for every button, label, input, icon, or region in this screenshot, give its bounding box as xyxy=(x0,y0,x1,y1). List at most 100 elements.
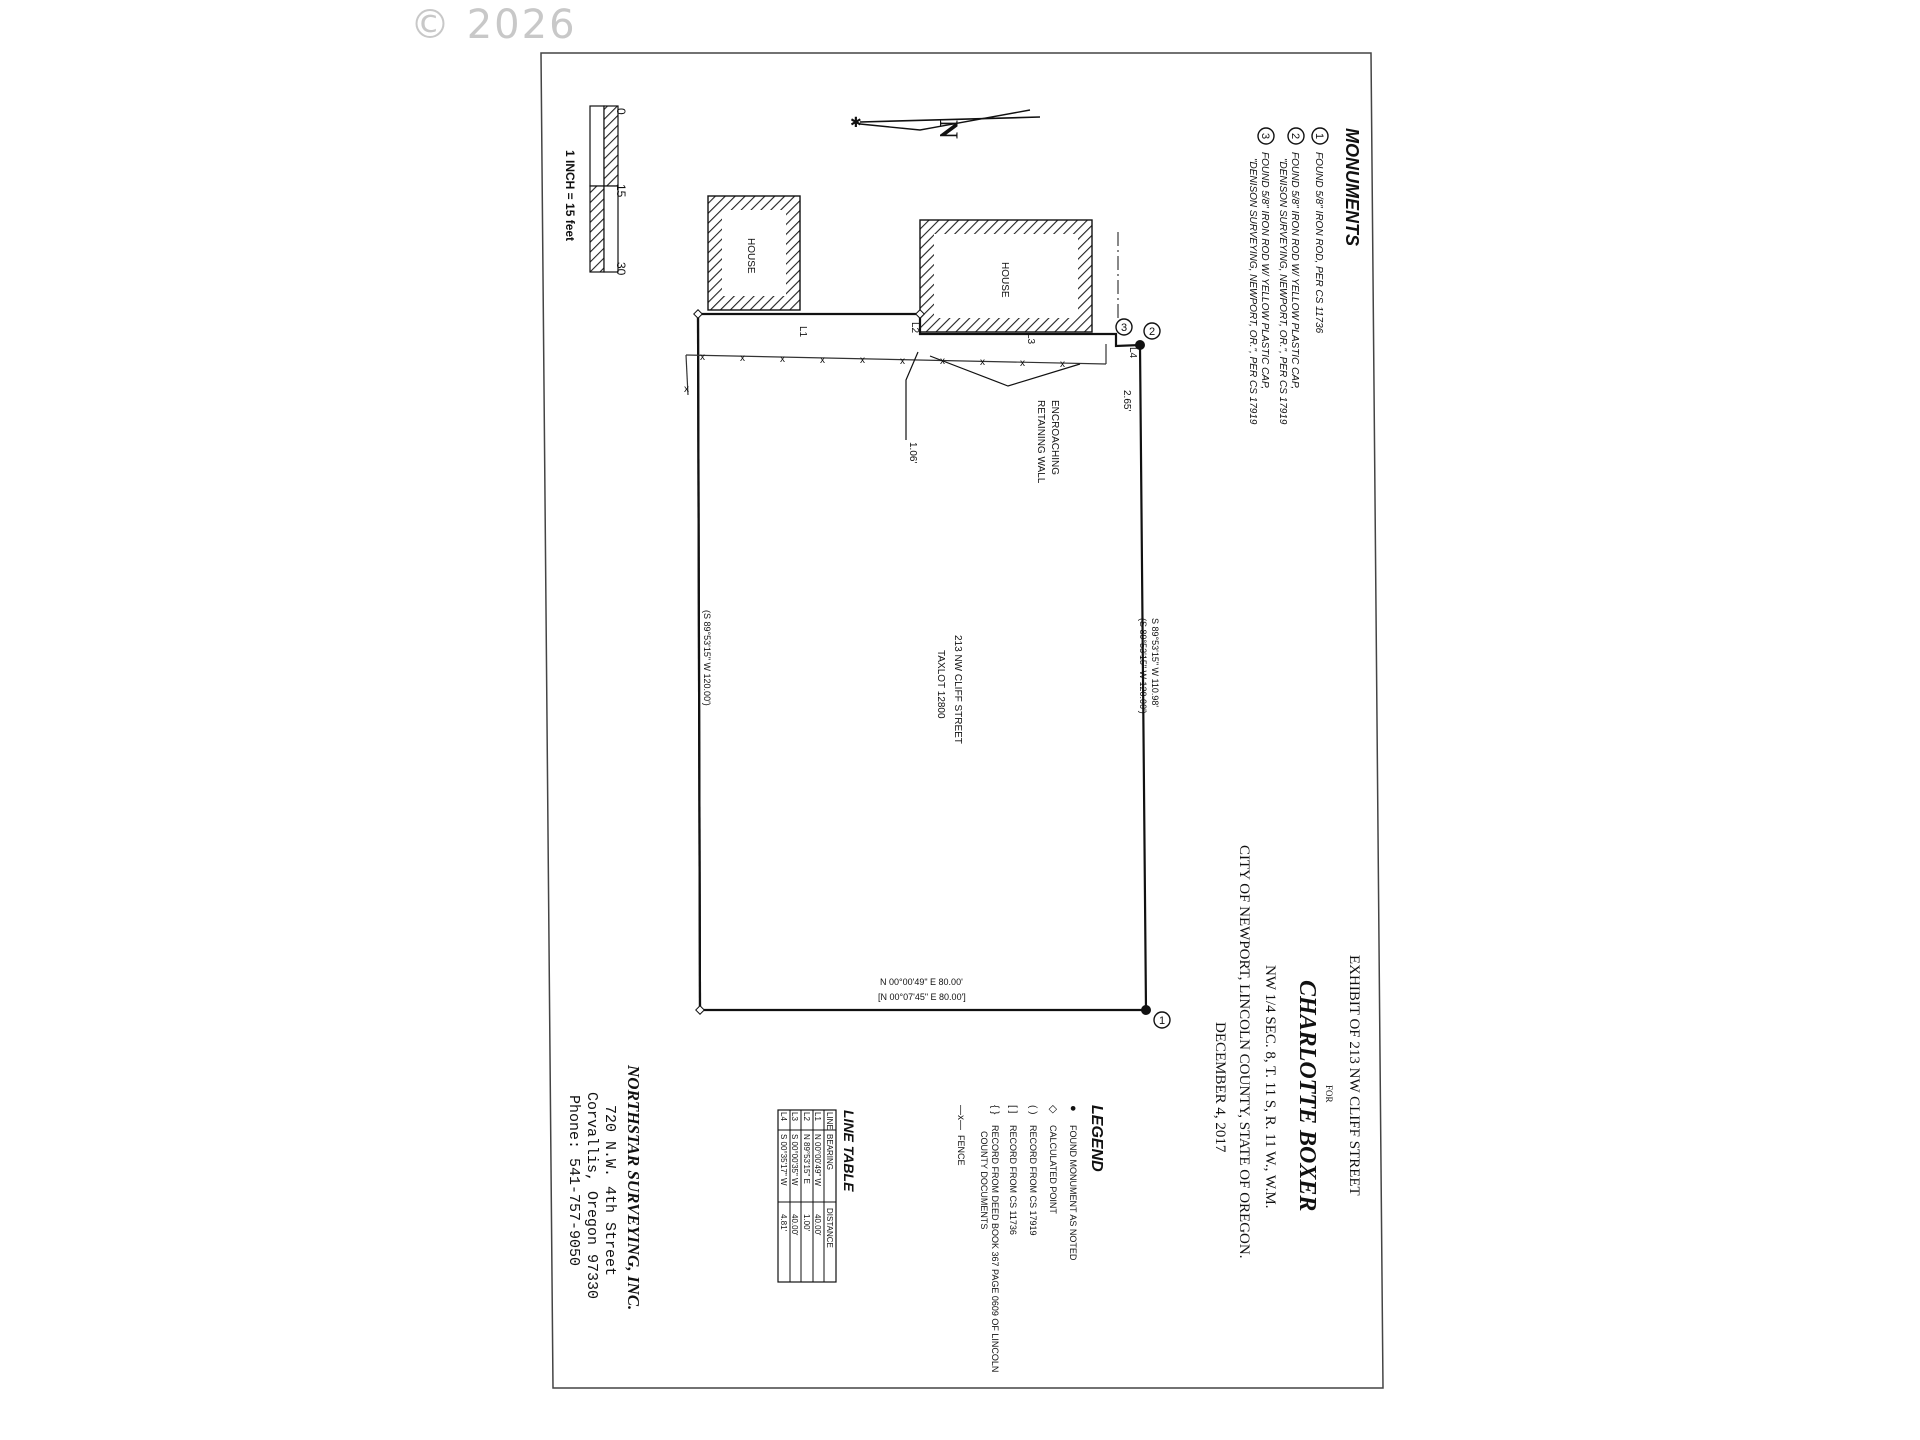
monument-item-3-num: 3 xyxy=(1259,133,1271,139)
line-table-row-4-line: L4 xyxy=(779,1112,788,1121)
legend: LEGEND ● FOUND MONUMENT AS NOTED ◇ CALCU… xyxy=(955,1105,1105,1372)
legend-item-4-symbol: [ ] xyxy=(1007,1105,1018,1114)
lot-taxlot: TAXLOT 12800 xyxy=(935,650,946,719)
calculated-point-house xyxy=(915,309,925,319)
lot-boundary xyxy=(696,312,1148,1012)
monument-markers: 3 2 1 xyxy=(693,309,1171,1029)
legend-item-6-symbol: —x— xyxy=(955,1105,966,1130)
line-table-header-bearing: BEARING xyxy=(825,1134,834,1170)
monument-marker-2: 2 xyxy=(1143,322,1161,340)
line-table-row-1-line: L1 xyxy=(813,1112,822,1121)
legend-item-2-symbol: ◇ xyxy=(1047,1105,1059,1114)
company-city: Corvallis, Oregon 97330 xyxy=(583,1092,600,1299)
monuments-title: MONUMENTS xyxy=(1342,128,1362,246)
line-labels: L1 L2 L3 L4 xyxy=(797,322,1138,359)
company-street: 720 N.W. 4th Street xyxy=(601,1105,618,1276)
monument-item-3-line2: "DENISON SURVEYING, NEWPORT, OR.", PER C… xyxy=(1247,158,1258,425)
scale-tick-15: 15 xyxy=(614,184,628,198)
line-table-title: LINE TABLE xyxy=(841,1110,857,1192)
line-label-l1: L1 xyxy=(797,326,808,338)
title-line3: CHARLOTTE BOXER xyxy=(1294,980,1320,1211)
title-line2: FOR xyxy=(1324,1085,1334,1103)
legend-item-1-text: FOUND MONUMENT AS NOTED xyxy=(1068,1125,1078,1261)
title-block: EXHIBIT OF 213 NW CLIFF STREET FOR CHARL… xyxy=(1212,845,1362,1258)
callout-text: ENCROACHING RETAINING WALL 2.65' 1.06' xyxy=(907,390,1132,484)
monument-marker-1: 1 xyxy=(1153,1011,1171,1029)
sheet-border xyxy=(540,52,1384,1389)
line-table-row-3-distance: 40.00' xyxy=(790,1214,799,1236)
lot-east-bearing: S 89°53'15" W 110.98' xyxy=(1150,618,1160,707)
copyright-watermark: © 2026 xyxy=(410,2,577,48)
legend-item-5-text2: COUNTY DOCUMENTS xyxy=(979,1131,989,1229)
scale-tick-0: 0 xyxy=(614,108,628,115)
svg-text:x: x xyxy=(780,354,785,365)
svg-text:x: x xyxy=(684,384,689,395)
line-table: LINE TABLE LINE BEARING DISTANCE L1 N 00… xyxy=(777,1109,857,1283)
legend-item-3-text: RECORD FROM CS 17919 xyxy=(1028,1125,1038,1236)
north-arrow-star-icon: ✱ xyxy=(850,114,862,130)
line-label-l3: L3 xyxy=(1025,333,1036,345)
svg-text:x: x xyxy=(860,355,865,366)
svg-text:x: x xyxy=(940,356,945,367)
callout-wall-line1: ENCROACHING xyxy=(1049,400,1060,475)
calculated-point-sw xyxy=(695,1005,705,1015)
callout-dim-a: 2.65' xyxy=(1121,390,1132,411)
monument-item-1-num: 1 xyxy=(1313,133,1325,139)
company-phone: Phone: 541-757-9050 xyxy=(565,1095,582,1266)
fence-line: x x x x x x x x x x x xyxy=(684,344,1107,396)
line-table-header-distance: DISTANCE xyxy=(825,1208,834,1248)
legend-item-5-symbol: { } xyxy=(989,1105,1000,1115)
lot-address: 213 NW CLIFF STREET xyxy=(952,635,963,744)
lot-west-record: (S 89°53'15" W 120.00') xyxy=(702,610,712,706)
monument-item-2: 2 FOUND 5/8" IRON ROD W/ YELLOW PLASTIC … xyxy=(1277,127,1305,425)
line-table-row-3-bearing: S 00°00'35" W xyxy=(790,1134,799,1186)
monument-item-1: 1 FOUND 5/8" IRON ROD, PER CS 11736 xyxy=(1311,127,1329,334)
monument-dot-2 xyxy=(1135,340,1145,350)
svg-text:x: x xyxy=(1060,359,1065,370)
scale-bar: 0 15 30 1 INCH = 15 feet xyxy=(563,105,628,276)
monument-item-3-line1: FOUND 5/8" IRON ROD W/ YELLOW PLASTIC CA… xyxy=(1259,152,1270,389)
svg-text:x: x xyxy=(700,352,705,363)
legend-item-6-text: FENCE xyxy=(956,1135,966,1166)
monuments-block: MONUMENTS 1 FOUND 5/8" IRON ROD, PER CS … xyxy=(1247,127,1362,425)
svg-text:x: x xyxy=(1020,358,1025,369)
house-left-label: HOUSE xyxy=(745,238,756,274)
legend-title: LEGEND xyxy=(1088,1105,1105,1172)
company-block: NORTHSTAR SURVEYING, INC. 720 N.W. 4th S… xyxy=(565,1064,643,1310)
line-table-row-2-line: L2 xyxy=(802,1112,811,1121)
legend-item-2-text: CALCULATED POINT xyxy=(1048,1125,1058,1214)
scale-text: 1 INCH = 15 feet xyxy=(563,150,577,241)
house-right-label: HOUSE xyxy=(999,262,1010,298)
title-line1: EXHIBIT OF 213 NW CLIFF STREET xyxy=(1346,955,1362,1196)
monument-marker-3-num: 3 xyxy=(1121,322,1127,334)
line-table-row-1-bearing: N 00°00'49" W xyxy=(813,1134,822,1186)
lot-east-record: (S 89°53'15" W 120.00') xyxy=(1138,618,1148,714)
svg-text:x: x xyxy=(980,357,985,368)
monument-item-2-line2: "DENISON SURVEYING, NEWPORT, OR.", PER C… xyxy=(1277,158,1288,425)
monument-item-2-line1: FOUND 5/8" IRON ROD W/ YELLOW PLASTIC CA… xyxy=(1289,152,1300,389)
line-table-row-1-distance: 40.00' xyxy=(813,1214,822,1236)
lot-south-record: [N 00°07'45" E 80.00'] xyxy=(878,992,966,1002)
legend-item-4-text: RECORD FROM CS 11736 xyxy=(1008,1125,1018,1235)
house-right: HOUSE xyxy=(919,219,1093,333)
callout-dim-b: 1.06' xyxy=(907,442,918,463)
callout-lines xyxy=(905,232,1119,440)
monument-marker-3: 3 xyxy=(1115,318,1133,336)
title-line4: NW 1/4 SEC. 8, T. 11 S, R. 11 W., W.M. xyxy=(1262,965,1278,1209)
svg-text:x: x xyxy=(900,356,905,367)
line-table-row-4-bearing: S 00°35'17" W xyxy=(779,1134,788,1186)
legend-item-5-text1: RECORD FROM DEED BOOK 367 PAGE 0609 OF L… xyxy=(990,1125,1000,1372)
monument-dot-1 xyxy=(1141,1005,1151,1015)
calculated-point-nw xyxy=(693,309,703,319)
monument-item-1-line1: FOUND 5/8" IRON ROD, PER CS 11736 xyxy=(1313,152,1324,334)
monument-marker-1-num: 1 xyxy=(1159,1015,1165,1027)
title-line6: DECEMBER 4, 2017 xyxy=(1212,1022,1228,1153)
line-table-row-4-distance: 4.81' xyxy=(779,1214,788,1232)
line-table-row-2-bearing: N 89°53'15" E xyxy=(802,1134,811,1184)
callout-wall-line2: RETAINING WALL xyxy=(1035,400,1046,484)
line-label-l2: L2 xyxy=(909,322,920,334)
north-label: N xyxy=(934,120,963,139)
house-left: HOUSE xyxy=(707,195,801,311)
monument-item-2-num: 2 xyxy=(1289,133,1301,139)
